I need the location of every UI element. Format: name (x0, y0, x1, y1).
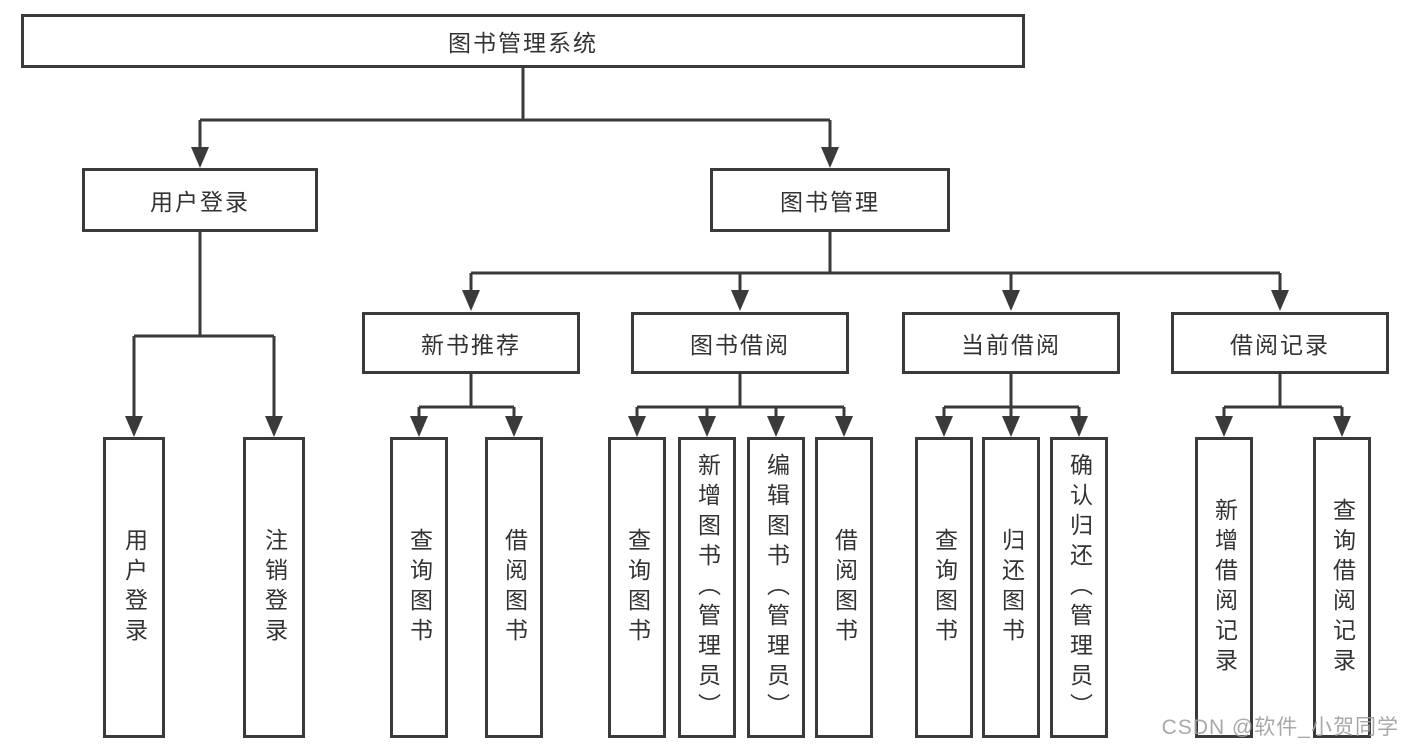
node-label: 当前借阅 (961, 332, 1061, 358)
leaf-edit-books-admin: 编辑图书（管理员） (747, 437, 805, 738)
node-label: 归还图书 (998, 527, 1025, 648)
leaf-logout: 注销登录 (243, 437, 305, 738)
leaf-query-borrow-record: 查询借阅记录 (1313, 437, 1371, 738)
leaf-borrow-books-2: 借阅图书 (815, 437, 873, 738)
node-user-login: 用户登录 (82, 168, 318, 232)
node-label: 编辑图书（管理员） (763, 452, 790, 723)
leaf-return-books: 归还图书 (982, 437, 1040, 738)
connector-newbooks-to-leaves (410, 374, 523, 437)
connector-current-to-leaves (935, 374, 1088, 437)
node-current-borrowing: 当前借阅 (902, 312, 1120, 374)
csdn-watermark: CSDN @软件_小贺同学 (1161, 716, 1399, 739)
leaf-add-books-admin: 新增图书（管理员） (678, 437, 736, 738)
leaf-query-books-3: 查询图书 (915, 437, 973, 738)
node-book-borrowing: 图书借阅 (631, 312, 849, 374)
node-label: 借阅记录 (1230, 332, 1330, 358)
node-label: 用户登录 (150, 189, 250, 215)
node-label: 图书管理 (780, 189, 880, 215)
node-label: 借阅图书 (831, 527, 858, 648)
node-library-management-system: 图书管理系统 (21, 14, 1025, 68)
node-label: 查询图书 (406, 527, 433, 648)
node-borrowing-records: 借阅记录 (1171, 312, 1389, 374)
leaf-user-login: 用户登录 (103, 437, 165, 738)
node-label: 图书借阅 (690, 332, 790, 358)
leaf-confirm-return-admin: 确认归还（管理员） (1050, 437, 1108, 738)
leaf-add-borrow-record: 新增借阅记录 (1195, 437, 1253, 738)
connector-userlogin-to-leaves (125, 232, 283, 437)
node-new-book-recommendation: 新书推荐 (362, 312, 580, 374)
node-book-management: 图书管理 (710, 168, 950, 232)
node-label: 查询图书 (931, 527, 958, 648)
node-label: 查询借阅记录 (1329, 497, 1356, 678)
leaf-borrow-books-1: 借阅图书 (485, 437, 543, 738)
connector-borrow-to-leaves (628, 374, 853, 437)
connector-records-to-leaves (1215, 374, 1351, 437)
node-label: 确认归还（管理员） (1066, 452, 1093, 723)
node-label: 新增图书（管理员） (694, 452, 721, 723)
node-label: 图书管理系统 (448, 30, 598, 56)
leaf-query-books-2: 查询图书 (608, 437, 666, 738)
node-label: 查询图书 (624, 527, 651, 648)
node-label: 用户登录 (121, 527, 148, 648)
connector-bookmgmt-to-level3 (462, 232, 1289, 311)
node-label: 注销登录 (261, 527, 288, 648)
node-label: 新书推荐 (421, 332, 521, 358)
node-label: 借阅图书 (501, 527, 528, 648)
connector-root-to-level2 (191, 68, 839, 168)
node-label: 新增借阅记录 (1211, 497, 1238, 678)
leaf-query-books-1: 查询图书 (390, 437, 448, 738)
